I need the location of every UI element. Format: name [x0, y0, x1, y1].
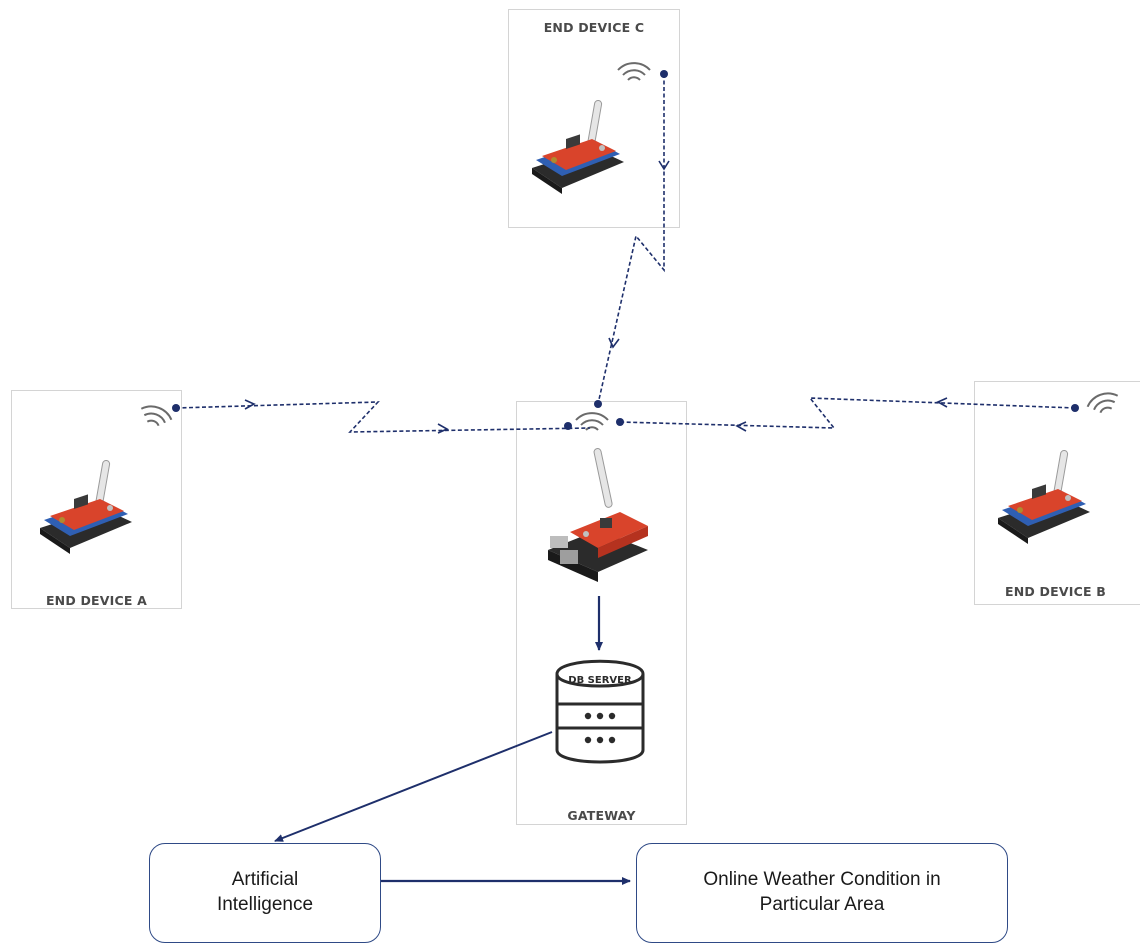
arrow-icon: [936, 397, 948, 408]
arrow-icon: [244, 399, 256, 410]
end-device-c-board: [531, 99, 625, 195]
end-device-a-label: END DEVICE A: [45, 593, 148, 608]
wifi-icon: [1084, 388, 1123, 418]
wifi-icon: [136, 401, 175, 431]
arrow-db-to-ai: [274, 731, 553, 842]
online-weather-box: Online Weather Condition in Particular A…: [636, 843, 1008, 943]
link-dot: [172, 404, 180, 412]
end-device-b-board: [997, 449, 1091, 545]
link-c-to-gateway: [597, 74, 665, 405]
database-icon: DB SERVER: [555, 659, 645, 764]
gateway-wifi-icon: [575, 412, 609, 431]
end-device-c-box: END DEVICE C: [508, 9, 680, 228]
end-device-a-board: [39, 459, 133, 555]
arrow-icon: [735, 421, 747, 432]
link-dot: [660, 70, 668, 78]
link-dot: [594, 400, 602, 408]
artificial-intelligence-box: Artificial Intelligence: [149, 843, 381, 943]
raspberry-pi-lora-board: [548, 448, 648, 582]
end-device-b-label: END DEVICE B: [1005, 584, 1106, 599]
arrow-icon: [437, 423, 449, 434]
link-b-to-gateway: [619, 397, 1076, 429]
link-dot: [564, 422, 572, 430]
wifi-icon: [617, 62, 651, 81]
end-device-c-label: END DEVICE C: [543, 20, 645, 35]
link-dot: [616, 418, 624, 426]
link-dot: [1071, 404, 1079, 412]
gateway-label: GATEWAY: [567, 808, 636, 823]
arrow-icon: [658, 160, 670, 171]
end-device-a-box: END DEVICE A: [11, 390, 182, 609]
arrow-icon: [608, 337, 620, 349]
db-server-label: DB SERVER: [568, 675, 632, 686]
link-a-to-gateway: [175, 401, 591, 433]
